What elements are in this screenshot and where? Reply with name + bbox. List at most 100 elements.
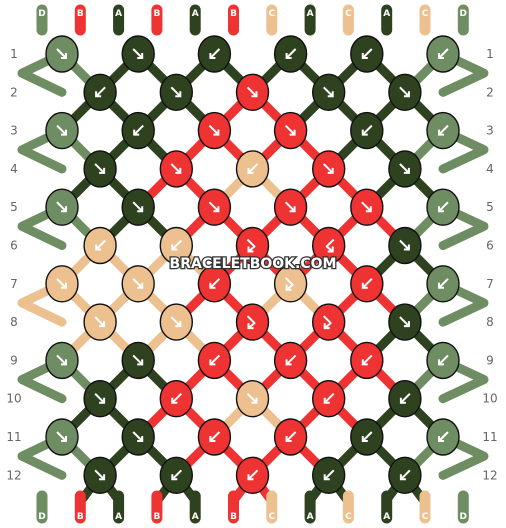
row-label-right: 3 — [486, 124, 494, 138]
top-string-label: C — [268, 9, 275, 19]
knot-r2-2 — [159, 73, 194, 112]
knot-r3-5 — [350, 111, 384, 150]
top-string-label: A — [192, 9, 199, 19]
row-label-right: 6 — [486, 239, 494, 253]
knot-r7-6 — [426, 265, 460, 303]
knot-r3-4 — [273, 111, 308, 150]
row-label-right: 8 — [486, 315, 494, 329]
knot-r6-2 — [159, 226, 194, 265]
knot-r8-5 — [388, 303, 422, 341]
top-string-label: A — [383, 9, 390, 19]
bottom-string-label: B — [153, 512, 160, 522]
top-string-label: C — [345, 9, 352, 19]
knot-r1-4 — [273, 35, 308, 73]
knot-r4-4 — [312, 150, 346, 188]
knot-r4-2 — [159, 150, 194, 188]
knot-r11-4 — [273, 418, 308, 456]
row-label-left: 8 — [10, 315, 18, 329]
bottom-string-label: D — [38, 512, 45, 522]
knot-r1-6 — [426, 35, 460, 73]
row-label-left: 9 — [10, 353, 18, 367]
knot-r7-2 — [121, 265, 155, 303]
knot-r5-1 — [45, 188, 79, 226]
row-label-right: 7 — [486, 277, 494, 291]
bottom-string-label: B — [77, 512, 84, 522]
top-string-label: D — [460, 9, 467, 19]
top-string-label: A — [115, 9, 122, 19]
bottom-string-label: D — [460, 512, 467, 522]
knot-r1-2 — [121, 35, 155, 73]
row-label-left: 2 — [10, 85, 18, 99]
knot-r2-1 — [83, 73, 117, 112]
knot-r6-5 — [388, 226, 422, 265]
knot-r10-4 — [312, 380, 346, 418]
row-label-left: 4 — [10, 162, 18, 176]
knot-r3-6 — [426, 111, 460, 150]
knot-r7-4 — [273, 265, 308, 303]
knot-r12-3 — [235, 456, 270, 494]
knot-r9-4 — [273, 341, 308, 380]
row-label-left: 12 — [6, 468, 21, 482]
knot-r11-5 — [350, 418, 384, 456]
row-label-left: 5 — [10, 200, 18, 214]
row-label-right: 9 — [486, 353, 494, 367]
bottom-string-label: C — [422, 512, 429, 522]
knot-r7-3 — [197, 265, 232, 303]
bottom-string-label: C — [345, 512, 352, 522]
bottom-string-label: A — [192, 512, 199, 522]
row-label-right: 10 — [482, 392, 497, 406]
bottom-string-label: A — [383, 512, 390, 522]
knot-r5-2 — [121, 188, 155, 226]
row-label-left: 11 — [6, 430, 21, 444]
knot-r9-2 — [121, 341, 155, 380]
knot-r10-5 — [388, 380, 422, 418]
top-string-label: B — [77, 9, 84, 19]
row-label-right: 12 — [482, 468, 497, 482]
knot-r5-3 — [197, 188, 232, 226]
knot-r10-1 — [83, 380, 117, 418]
knot-r6-3 — [235, 226, 270, 265]
row-label-left: 6 — [10, 239, 18, 253]
bottom-string-label: A — [115, 512, 122, 522]
knot-r1-5 — [350, 35, 384, 73]
knot-r2-3 — [235, 73, 270, 112]
knot-r8-2 — [159, 303, 194, 341]
row-label-right: 1 — [486, 47, 494, 61]
knot-r12-1 — [83, 456, 117, 494]
knot-r4-5 — [388, 150, 422, 188]
knot-r5-5 — [350, 188, 384, 226]
watermark-text: BRACELETBOOK.COM — [170, 256, 337, 272]
knot-r9-6 — [426, 341, 460, 380]
top-string-label: A — [307, 9, 314, 19]
knot-r1-3 — [197, 35, 232, 73]
knot-r2-5 — [388, 73, 422, 112]
knot-r11-6 — [426, 418, 460, 456]
knot-r10-2 — [159, 380, 194, 418]
knot-r3-1 — [45, 111, 79, 150]
knot-r12-2 — [159, 456, 194, 494]
knot-r8-3 — [235, 303, 270, 341]
knot-r5-6 — [426, 188, 460, 226]
knot-r12-5 — [388, 456, 422, 494]
knot-r8-4 — [312, 303, 346, 341]
knot-r5-4 — [273, 188, 308, 226]
top-string-label: C — [422, 9, 429, 19]
row-label-right: 2 — [486, 85, 494, 99]
row-label-right: 5 — [486, 200, 494, 214]
knot-r9-1 — [45, 341, 79, 380]
bottom-string-label: A — [307, 512, 314, 522]
knot-r3-2 — [121, 111, 155, 150]
knot-r11-2 — [121, 418, 155, 456]
row-label-left: 1 — [10, 47, 18, 61]
knot-r12-4 — [312, 456, 346, 494]
knot-r4-3 — [235, 150, 270, 188]
knot-r8-1 — [83, 303, 117, 341]
knot-r9-5 — [350, 341, 384, 380]
knot-grid — [45, 35, 460, 494]
knot-r11-1 — [45, 418, 79, 456]
knot-r10-3 — [235, 380, 270, 418]
knot-r6-4 — [312, 226, 346, 265]
top-string-label: B — [153, 9, 160, 19]
row-label-right: 4 — [486, 162, 494, 176]
